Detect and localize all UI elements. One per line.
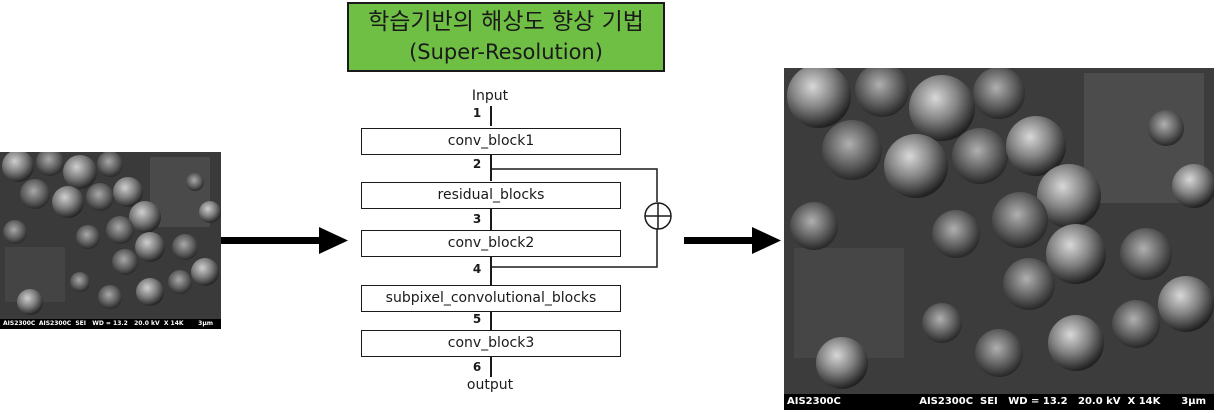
input-sem-texture	[0, 152, 221, 329]
input-sem-label-left: AIS2300C	[3, 320, 36, 327]
input-sem-footer: AIS2300C AIS2300C SEI WD = 13.2 20.0 kV …	[0, 319, 221, 329]
connector-line	[490, 155, 492, 181]
flow-input-label: Input	[471, 88, 509, 104]
arrow-right-icon	[221, 227, 348, 254]
flow-block-conv-block1: conv_block1	[361, 128, 621, 155]
connector-line	[490, 312, 492, 330]
connector-line	[490, 257, 492, 285]
circle-plus-icon	[644, 202, 672, 230]
output-sem-footer: AIS2300C AIS2300C SEI WD = 13.2 20.0 kV …	[784, 394, 1214, 410]
flow-output-label: output	[466, 377, 514, 393]
flow-node-4: 4	[472, 262, 482, 276]
input-sem-label-right: AIS2300C SEI WD = 13.2 20.0 kV X 14K 3μm	[38, 320, 213, 327]
title-english: (Super-Resolution)	[409, 40, 603, 64]
flow-block-residual-blocks: residual_blocks	[361, 182, 621, 209]
flow-block-subpixel-convolutional-blocks: subpixel_convolutional_blocks	[361, 285, 621, 312]
output-sem-image: AIS2300C AIS2300C SEI WD = 13.2 20.0 kV …	[784, 68, 1214, 410]
connector-line	[490, 209, 492, 230]
flow-block-conv-block3: conv_block3	[361, 330, 621, 357]
skip-connection	[491, 168, 658, 268]
flow-node-1: 1	[472, 106, 482, 120]
flow-node-6: 6	[472, 360, 482, 374]
output-sem-label-right: AIS2300C SEI WD = 13.2 20.0 kV X 14K 3μm	[919, 396, 1206, 407]
flow-node-2: 2	[472, 157, 482, 171]
connector-line	[490, 106, 492, 126]
title-korean: 학습기반의 해상도 향상 기법	[368, 9, 644, 35]
input-sem-image: AIS2300C AIS2300C SEI WD = 13.2 20.0 kV …	[0, 152, 221, 329]
connector-line	[490, 357, 492, 377]
output-sem-label-left: AIS2300C	[787, 396, 841, 407]
title-box: 학습기반의 해상도 향상 기법 (Super-Resolution)	[347, 2, 665, 72]
flow-block-conv-block2: conv_block2	[361, 230, 621, 257]
arrow-right-icon	[684, 227, 781, 254]
flow-node-3: 3	[472, 212, 482, 226]
output-sem-texture	[784, 68, 1214, 410]
flow-node-5: 5	[472, 312, 482, 326]
